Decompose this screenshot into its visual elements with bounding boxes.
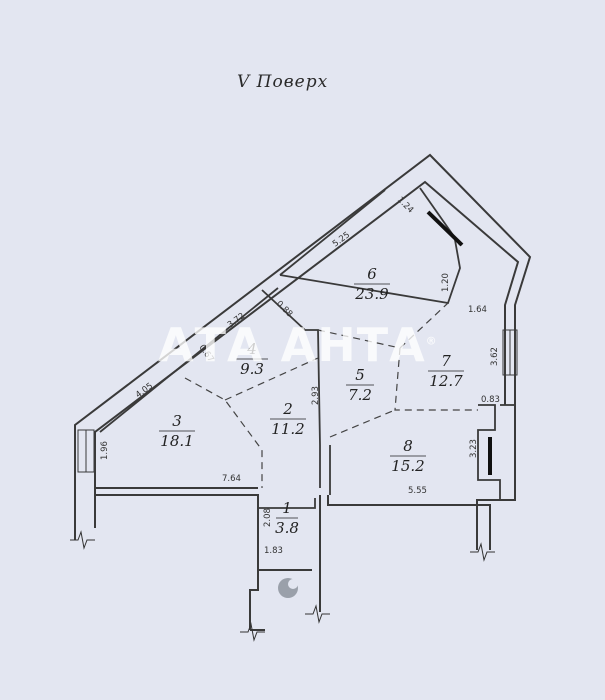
dim-label: 2.93 xyxy=(311,386,321,405)
room-3-area: 18.1 xyxy=(160,432,193,450)
room-8-number: 8 xyxy=(403,437,413,455)
watermark-text: АТА АНТА xyxy=(158,318,426,372)
room-1-area: 3.8 xyxy=(275,519,299,537)
windows xyxy=(77,329,518,473)
dim-label: 1.96 xyxy=(100,441,110,460)
dim-label: 0.83 xyxy=(481,395,500,405)
room-7-number: 7 xyxy=(441,352,451,370)
watermark-registered-mark: ® xyxy=(425,334,438,348)
dim-label: 7.64 xyxy=(222,474,241,484)
room-7-area: 12.7 xyxy=(429,372,463,390)
break-marks xyxy=(70,530,495,642)
dim-label: 1.64 xyxy=(468,305,487,315)
dim-label: 5.55 xyxy=(408,486,427,496)
dim-label: 2.08 xyxy=(263,508,273,527)
stair-icon xyxy=(278,578,298,598)
dim-label: 4.05 xyxy=(134,381,155,400)
dim-label: 3.23 xyxy=(469,439,479,458)
room-4-number: 4 xyxy=(246,340,257,358)
outer-walls xyxy=(74,153,532,631)
room-5-number: 5 xyxy=(355,366,365,384)
dim-label: 1.24 xyxy=(395,195,415,215)
zone-lines xyxy=(184,302,478,488)
dim-label: 3.62 xyxy=(490,347,500,366)
room-4-area: 9.3 xyxy=(240,360,264,378)
floor-title: V Поверх xyxy=(237,72,329,92)
room-6-area: 23.9 xyxy=(354,285,389,303)
dim-label: 5.25 xyxy=(331,230,352,249)
doors xyxy=(426,210,492,475)
room-2-area: 11.2 xyxy=(271,420,304,438)
room-5-area: 7.2 xyxy=(348,386,372,404)
room-labels: 1 3.8 2 11.2 3 18.1 4 9.3 5 7.2 6 23.9 7… xyxy=(159,265,464,537)
room-2-number: 2 xyxy=(282,400,293,418)
room-6-number: 6 xyxy=(367,265,377,283)
room-3-number: 3 xyxy=(172,412,182,430)
dim-label: 1.20 xyxy=(441,273,451,292)
room-1-number: 1 xyxy=(282,499,292,517)
dim-label: 1.83 xyxy=(264,546,283,556)
room-8-area: 15.2 xyxy=(391,457,424,475)
watermark: АТА АНТА® xyxy=(158,318,438,372)
